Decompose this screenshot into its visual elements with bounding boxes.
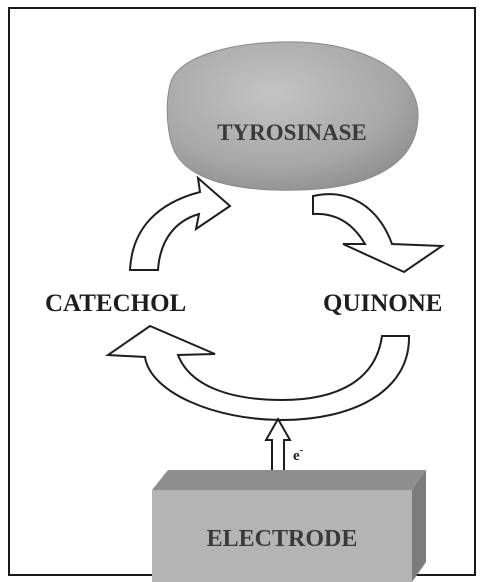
tyrosinase-enzyme-shape (167, 42, 418, 190)
enzyme-label: TYROSINASE (217, 120, 367, 145)
electrode-top-face (152, 470, 426, 490)
product-label: QUINONE (323, 290, 442, 317)
quinone-to-catechol-arrow (108, 326, 409, 420)
electron-label: e- (293, 444, 304, 464)
catechol-to-enzyme-arrow (130, 178, 230, 270)
enzyme-to-quinone-arrow (313, 194, 442, 272)
substrate-label: CATECHOL (45, 290, 186, 317)
electrode-label: ELECTRODE (207, 526, 358, 552)
